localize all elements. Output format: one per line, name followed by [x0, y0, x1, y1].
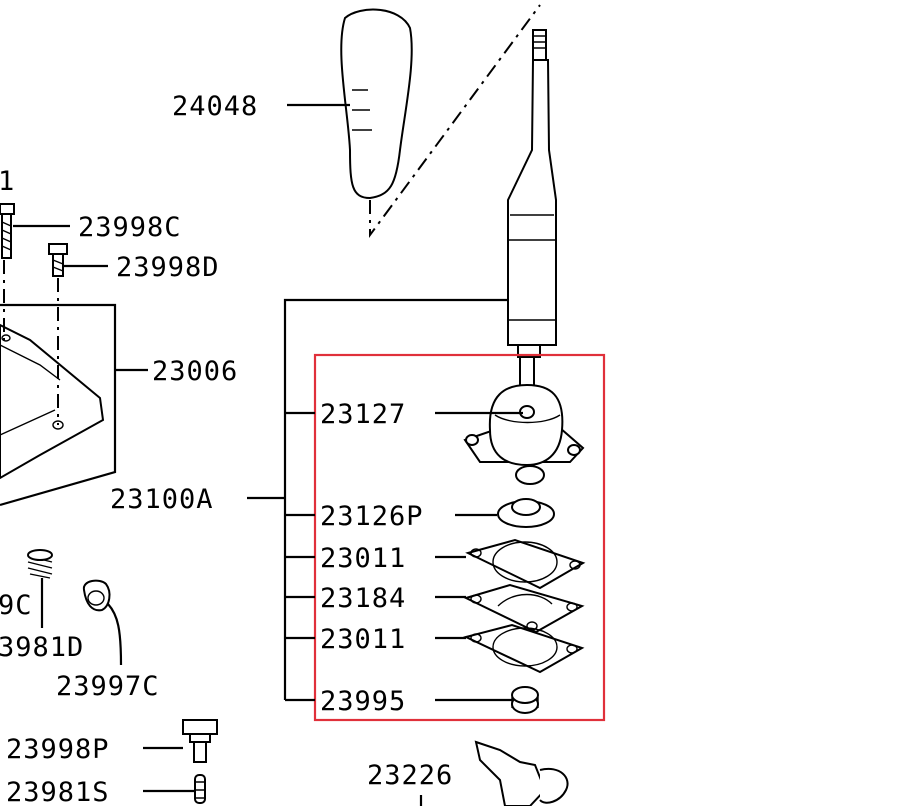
highlight-box — [313, 353, 606, 722]
knob-alignment-line-left — [369, 4, 541, 239]
label-24048: 24048 — [172, 91, 258, 122]
label-23011-upper: 23011 — [320, 543, 406, 574]
label-23226: 23226 — [367, 760, 453, 791]
fork-23226[interactable] — [474, 740, 569, 806]
label-23184: 23184 — [320, 583, 406, 614]
shift-knob[interactable] — [340, 8, 413, 200]
shift-lever[interactable] — [507, 29, 557, 391]
label-1: 1 — [0, 166, 15, 197]
label-23006: 23006 — [152, 356, 238, 387]
gasket-23011-lower[interactable] — [463, 623, 585, 674]
label-23126P: 23126P — [320, 501, 424, 532]
label-23997C: 23997C — [56, 671, 160, 702]
label-23998P: 23998P — [6, 734, 110, 765]
label-23127: 23127 — [320, 399, 406, 430]
label-23998C: 23998C — [78, 212, 182, 243]
gasket-23011-upper[interactable] — [465, 538, 586, 590]
label-3981D: 3981D — [0, 632, 84, 663]
bushing-23126P[interactable] — [497, 498, 555, 528]
lever-boot-23127[interactable] — [463, 383, 585, 485]
leader-23997C — [107, 603, 123, 666]
spring-23995[interactable] — [511, 686, 539, 714]
label-23998D: 23998D — [116, 252, 220, 283]
spring-9C[interactable] — [27, 549, 53, 579]
shift-cover-23006[interactable] — [0, 323, 105, 480]
bolt-23998C[interactable] — [0, 203, 15, 259]
pin-23981S[interactable] — [194, 774, 206, 804]
plug-23997C[interactable] — [82, 579, 111, 612]
assembly-bracket — [247, 298, 507, 702]
bolt-23998P[interactable] — [182, 719, 218, 763]
label-23981S: 23981S — [6, 777, 110, 806]
label-9C: 9C — [0, 590, 33, 621]
label-23995: 23995 — [320, 686, 406, 717]
label-23100A: 23100A — [110, 484, 214, 515]
leader-23006 — [0, 303, 148, 507]
plate-23184[interactable] — [463, 583, 585, 634]
label-23011-lower: 23011 — [320, 624, 406, 655]
bolt-23998D[interactable] — [48, 243, 68, 277]
